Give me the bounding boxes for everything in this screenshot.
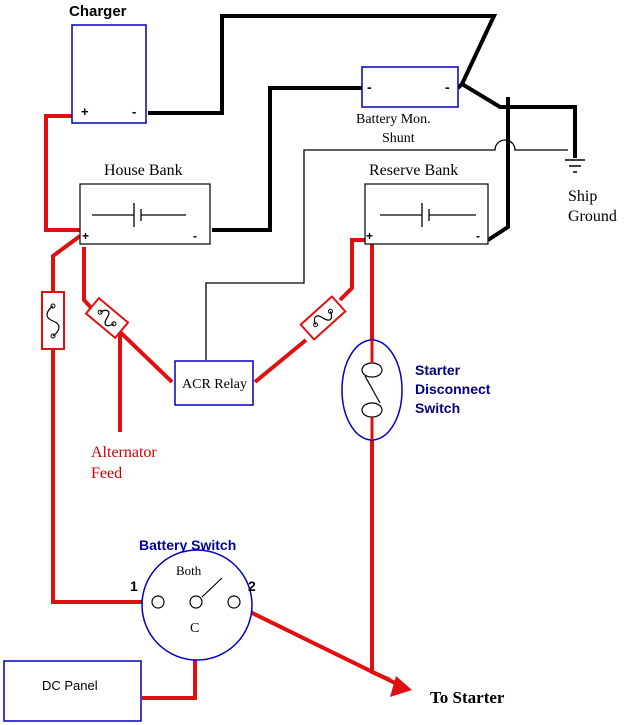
- house-to-switch-wire: [51, 234, 150, 604]
- shunt-right-terminal: -: [445, 79, 450, 95]
- reserve-positive-terminal: +: [366, 229, 373, 243]
- charger-box: [71, 24, 147, 124]
- reserve-battery-symbol: [380, 203, 476, 227]
- to-starter-arrow: [390, 676, 412, 697]
- alternator-fuse: [84, 296, 130, 340]
- reserve-negative-wire: [486, 97, 510, 242]
- alternator-label: Alternator: [91, 444, 157, 461]
- battery-switch: [141, 549, 253, 661]
- ship-label: Ship: [568, 188, 597, 205]
- house-to-alternator-wire: [82, 247, 97, 314]
- house-fuse-to-acr-wire: [116, 328, 174, 384]
- switch-terminal-2: [227, 595, 241, 609]
- reserve-to-starter-wire: [370, 240, 391, 682]
- reserve-fuse: [299, 295, 347, 341]
- acr-relay-label: ACR Relay: [182, 377, 247, 392]
- switch-pos2-label: 2: [248, 578, 256, 594]
- alternator-feed-label: Feed: [91, 465, 122, 482]
- switch-to-dcpanel-wire: [142, 649, 197, 700]
- switch-lever: [201, 577, 223, 598]
- switch-terminal-1: [151, 595, 165, 609]
- to-starter-label: To Starter: [430, 688, 505, 707]
- sense-wiring: [205, 139, 568, 360]
- house-positive-terminal: +: [82, 229, 89, 243]
- reserve-bank-label: Reserve Bank: [369, 162, 458, 179]
- reserve-negative-terminal: -: [476, 229, 480, 243]
- reserve-bank-box: [364, 183, 489, 245]
- shunt-label: Shunt: [382, 131, 415, 146]
- battery-monitor-shunt-box: [361, 66, 459, 108]
- charger-positive-wire: [44, 114, 80, 232]
- dc-panel-box: [3, 660, 142, 722]
- acr-to-reserve-fuse-wire: [253, 338, 308, 384]
- charger-negative-wire: [148, 14, 577, 158]
- switch-common-label: C: [190, 621, 199, 636]
- house-main-fuse: [41, 291, 65, 350]
- ship-ground-symbol: [565, 159, 585, 173]
- switch-terminal-both: [189, 595, 203, 609]
- acr-relay-box: [174, 360, 254, 406]
- house-bank-label: House Bank: [104, 162, 183, 179]
- house-negative-wire: [212, 86, 362, 232]
- charger-negative-terminal: -: [132, 104, 136, 119]
- battery-switch-label: Battery Switch: [139, 537, 236, 553]
- battery-monitor-label: Battery Mon.: [356, 112, 431, 127]
- house-negative-terminal: -: [193, 229, 197, 243]
- switch-label: Switch: [415, 400, 460, 416]
- starter-label: Starter: [415, 362, 461, 378]
- shunt-left-terminal: -: [367, 79, 372, 95]
- house-battery-symbol: [92, 203, 186, 227]
- switch-to-starter-wire: [241, 606, 396, 685]
- ground-wiring: [148, 14, 577, 242]
- charger-label: Charger: [69, 3, 127, 20]
- dc-panel-label: DC Panel: [42, 678, 98, 693]
- disconnect-label: Disconnect: [415, 381, 491, 397]
- switch-both-label: Both: [176, 563, 202, 578]
- starter-disconnect-switch: [341, 339, 403, 441]
- ground-label: Ground: [568, 208, 617, 225]
- reserve-fuse-wire: [338, 238, 365, 302]
- charger-positive-terminal: +: [81, 104, 89, 119]
- house-bank-box: [79, 183, 211, 245]
- switch-pos1-label: 1: [130, 578, 138, 594]
- acr-sense-wire: [205, 139, 568, 360]
